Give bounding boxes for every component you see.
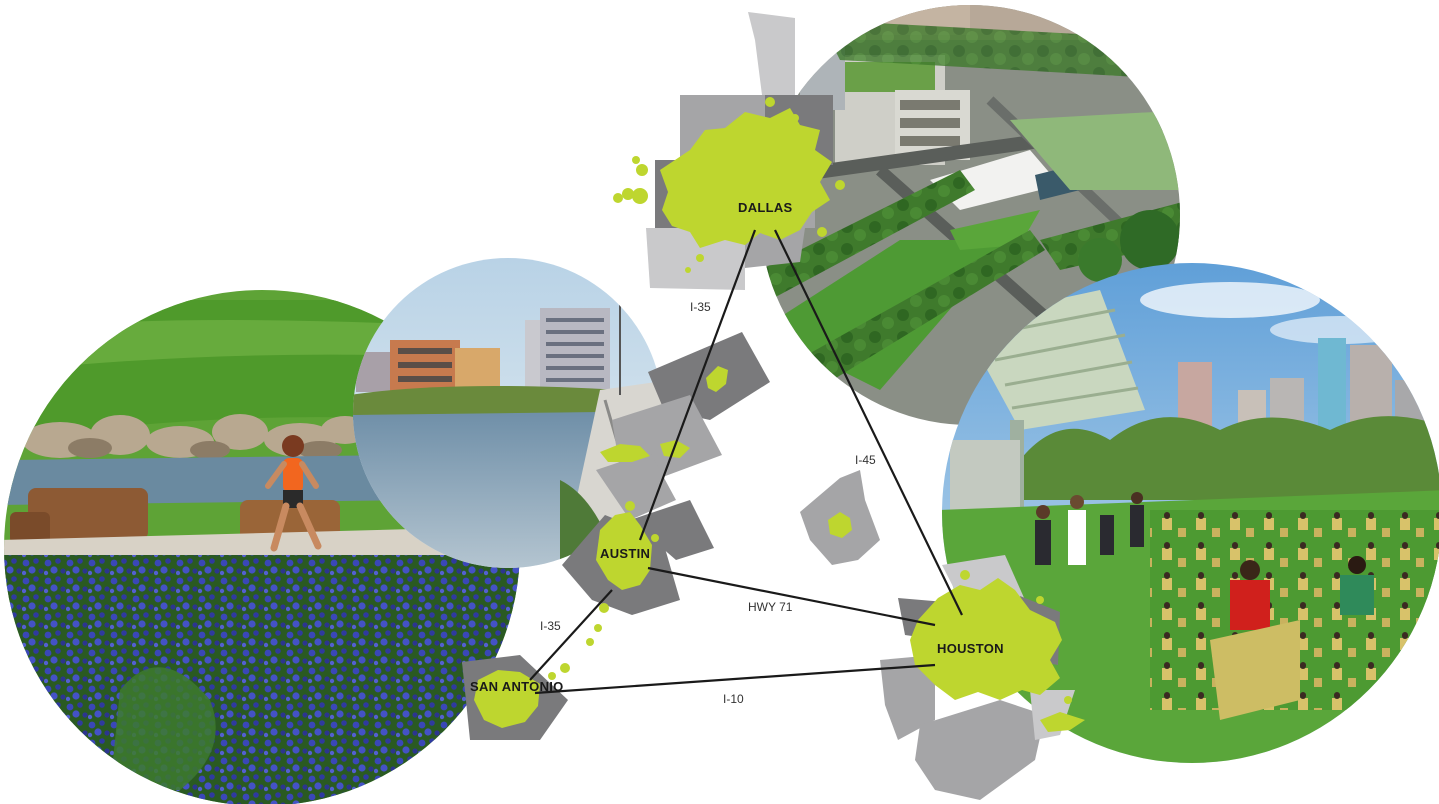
county-shape	[880, 655, 935, 740]
highway-label-i35-north: I-35	[690, 300, 711, 314]
county-shape	[646, 228, 745, 290]
county-shape	[596, 452, 676, 520]
highway-label-i45: I-45	[855, 453, 876, 467]
urban-area-dallas	[660, 108, 832, 248]
highway-line-i35-south	[529, 589, 613, 681]
riverfront-sketch-photo	[353, 258, 663, 568]
highway-label-i35-south: I-35	[540, 619, 561, 633]
city-label-austin: AUSTIN	[600, 546, 650, 561]
highway-label-hwy71: HWY 71	[748, 600, 793, 614]
urban-areas	[474, 97, 1085, 732]
highway-line-i45	[774, 229, 963, 616]
city-label-san-antonio: SAN ANTONIO	[470, 679, 564, 694]
county-shape	[745, 228, 805, 268]
city-label-dallas: DALLAS	[738, 200, 793, 215]
urban-area-bryan	[828, 512, 852, 538]
county-shape	[915, 700, 1045, 800]
highway-line-i35-north	[638, 229, 757, 541]
urban-area-houston	[910, 578, 1062, 700]
aerial-park-photo	[760, 5, 1180, 425]
city-label-houston: HOUSTON	[937, 641, 1004, 656]
county-shape	[630, 500, 714, 560]
highway-network	[529, 229, 963, 695]
county-shape	[748, 12, 795, 95]
highway-label-i10: I-10	[723, 692, 744, 706]
urban-area-san-antonio	[474, 670, 540, 728]
urban-area-austin	[596, 512, 652, 590]
runner-figure	[265, 435, 322, 552]
highway-line-i10	[534, 663, 936, 695]
urban-area-waco	[706, 366, 728, 392]
highway-line-hwy71	[647, 566, 936, 627]
